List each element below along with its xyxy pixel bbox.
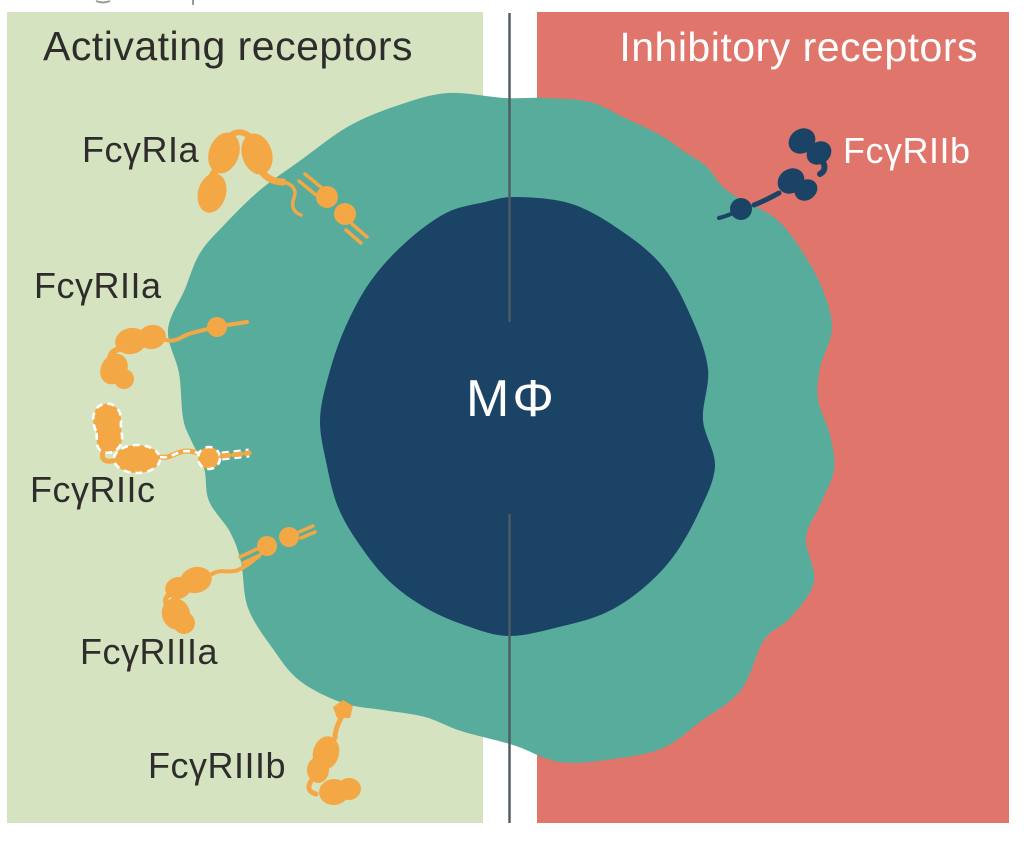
membrane-stalk (332, 715, 344, 741)
itam-bead (196, 445, 222, 471)
ig-domain (91, 402, 124, 455)
ig-domain (788, 128, 816, 154)
ig-domain (197, 173, 227, 213)
domain-link (99, 449, 116, 464)
domain-link (817, 159, 828, 177)
receptor-tail (717, 212, 733, 220)
fcgriiib-label: FcγRIIIb (148, 745, 287, 786)
ig-domain (307, 757, 329, 783)
ig-domain (806, 141, 832, 165)
receptor-tail (225, 320, 249, 327)
macrophage-cell-body (319, 196, 716, 636)
receptor-tail (751, 190, 782, 208)
ig-domain (794, 179, 818, 201)
receptor-tail-dashes (159, 449, 199, 459)
ig-domain (138, 324, 166, 350)
ig-domain (173, 612, 195, 634)
ig-domain (114, 369, 134, 389)
ig-domain (337, 777, 361, 801)
fcgria-receptor-icon (197, 129, 369, 245)
receptor-tail (219, 450, 252, 459)
fcgria-label: FcγRIa (82, 129, 200, 170)
fcgriiia-receptor-icon (161, 524, 317, 634)
fcgriic-label: FcγRIIc (30, 469, 156, 510)
itam-bead (316, 186, 338, 208)
gpi-anchor (333, 700, 353, 718)
macrophage-label: MΦ (466, 370, 557, 428)
fcr-gamma-chain (297, 172, 324, 197)
activating-panel-title: Activating receptors (43, 23, 414, 69)
fcgriiib-receptor-icon (306, 700, 361, 806)
inhibitory-panel-title: Inhibitory receptors (619, 24, 978, 70)
fcr-gamma-chain (238, 547, 262, 565)
receptor-tail (281, 180, 303, 217)
ig-domain (208, 132, 240, 174)
fcgriib-label: FcγRIIb (843, 130, 971, 171)
fcr-gamma-chain (344, 222, 369, 245)
itam-bead (257, 536, 277, 556)
fcgriiia-label: FcγRIIIa (80, 631, 219, 672)
itim-bead (730, 198, 752, 220)
fcgriic-receptor-icon (91, 402, 252, 475)
itam-bead (334, 203, 356, 225)
itam-bead (279, 527, 299, 547)
fcgriia-label: FcγRIIa (34, 265, 162, 306)
fcr-gamma-chain (297, 524, 317, 540)
itam-bead (207, 317, 227, 337)
domain-link (306, 778, 319, 797)
ig-domain (241, 133, 273, 175)
membrane-stalk (258, 168, 287, 186)
fcgriia-receptor-icon (100, 317, 249, 389)
fcgriib-receptor-icon (717, 128, 832, 220)
receptor-tail (164, 327, 210, 343)
cropped-artifact-mark (95, 0, 111, 4)
receptor-tail (210, 554, 261, 576)
